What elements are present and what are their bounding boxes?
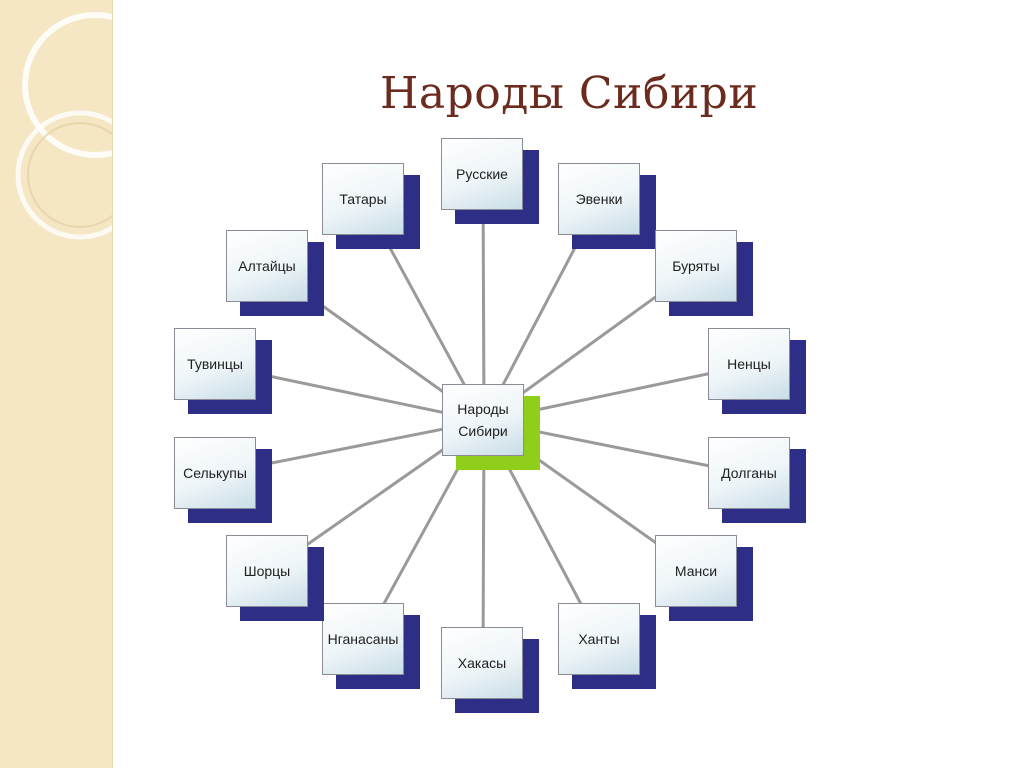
- node-mansi: Манси: [655, 535, 753, 621]
- decorative-rings-icon: [15, 12, 112, 240]
- decorative-side-strip: [0, 0, 113, 768]
- node-selkupy: Селькупы: [174, 437, 272, 523]
- node-label: Манси: [655, 535, 737, 607]
- node-khanty: Ханты: [558, 603, 656, 689]
- node-buryaty: Буряты: [655, 230, 753, 316]
- node-evenki: Эвенки: [558, 163, 656, 249]
- node-tatary: Татары: [322, 163, 420, 249]
- node-label: Ненцы: [708, 328, 790, 400]
- node-shortsy: Шорцы: [226, 535, 324, 621]
- node-label: Ханты: [558, 603, 640, 675]
- node-label: Долганы: [708, 437, 790, 509]
- node-label: Нганасаны: [322, 603, 404, 675]
- node-label: Тувинцы: [174, 328, 256, 400]
- node-label: Алтайцы: [226, 230, 308, 302]
- node-khakasy: Хакасы: [441, 627, 539, 713]
- node-label: Эвенки: [558, 163, 640, 235]
- node-nentsy: Ненцы: [708, 328, 806, 414]
- node-label: Татары: [322, 163, 404, 235]
- node-nganasany: Нганасаны: [322, 603, 420, 689]
- node-dolgany: Долганы: [708, 437, 806, 523]
- node-label: Селькупы: [174, 437, 256, 509]
- node-label: Буряты: [655, 230, 737, 302]
- node-tuvintsy: Тувинцы: [174, 328, 272, 414]
- node-russkie: Русские: [441, 138, 539, 224]
- center-node-label: Народы Сибири: [442, 384, 524, 456]
- node-label: Русские: [441, 138, 523, 210]
- page-title: Народы Сибири: [380, 68, 759, 119]
- node-altaitsy: Алтайцы: [226, 230, 324, 316]
- node-label: Шорцы: [226, 535, 308, 607]
- center-node: Народы Сибири: [442, 384, 540, 470]
- node-label: Хакасы: [441, 627, 523, 699]
